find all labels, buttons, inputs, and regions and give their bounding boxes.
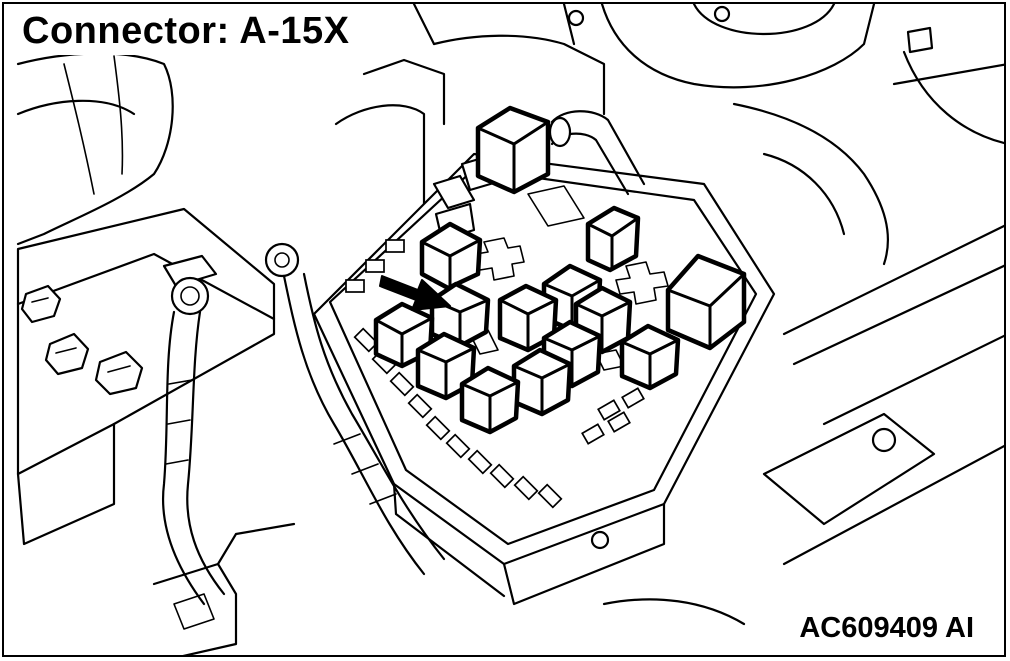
- fender-bracket: [602, 224, 1004, 626]
- mounting-bolt: [264, 242, 300, 278]
- relay: [511, 347, 573, 417]
- figure-code: AC609409 AI: [793, 610, 980, 647]
- battery-cable: [162, 254, 226, 606]
- engine-component-left: [16, 52, 174, 246]
- wiring-harness: [282, 58, 446, 576]
- relay: [585, 205, 641, 273]
- engine-compartment-illustration: [16, 4, 1004, 655]
- fuse-cells: [345, 239, 645, 509]
- battery-cap: [94, 350, 144, 396]
- battery: [16, 207, 276, 546]
- relay: [665, 253, 747, 351]
- battery-cap: [20, 284, 62, 324]
- engine-component-top: [412, 4, 1004, 266]
- battery-cap: [44, 332, 90, 376]
- hose: [548, 110, 646, 196]
- relay: [419, 221, 483, 291]
- connector-title: Connector: A-15X: [18, 10, 356, 55]
- relay: [459, 365, 521, 435]
- relay: [619, 323, 681, 391]
- pointer-arrow: [379, 275, 451, 311]
- relay: [475, 105, 551, 195]
- lower-bracket: [152, 522, 296, 655]
